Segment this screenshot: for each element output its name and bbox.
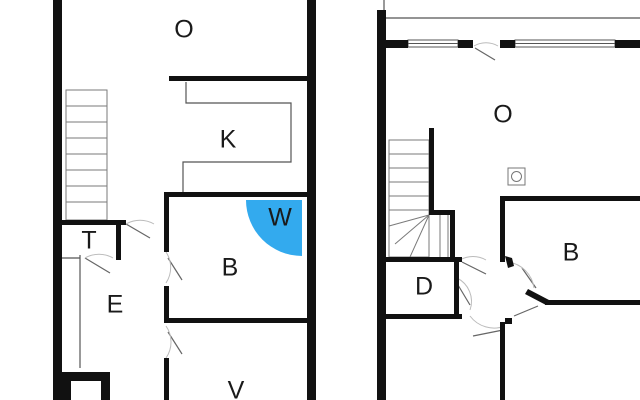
kitchen-counter: [182, 82, 292, 192]
room-label-toilet: T: [81, 227, 96, 255]
room-label-wardrobe: W: [268, 204, 292, 232]
room-label-bedroom: B: [222, 254, 239, 282]
room-label-bedroom-upper: B: [563, 239, 580, 267]
left-walls: [53, 0, 316, 400]
room-label-living-upper: O: [493, 101, 512, 129]
right-walls: [377, 10, 640, 400]
left-floor: O K W T B E V: [53, 0, 316, 400]
right-doors: [456, 256, 539, 337]
room-label-v: V: [228, 377, 245, 400]
right-stairs: [388, 139, 449, 258]
right-floor: O B D: [377, 0, 640, 400]
room-label-d: D: [415, 273, 433, 301]
wardrobe-area: [246, 200, 302, 256]
room-label-entrance: E: [107, 291, 124, 319]
left-stairs: [65, 89, 108, 221]
stove-icon: [507, 167, 526, 186]
room-label-kitchen: K: [220, 126, 237, 154]
room-label-living: O: [174, 16, 193, 44]
left-doors: [84, 219, 183, 359]
